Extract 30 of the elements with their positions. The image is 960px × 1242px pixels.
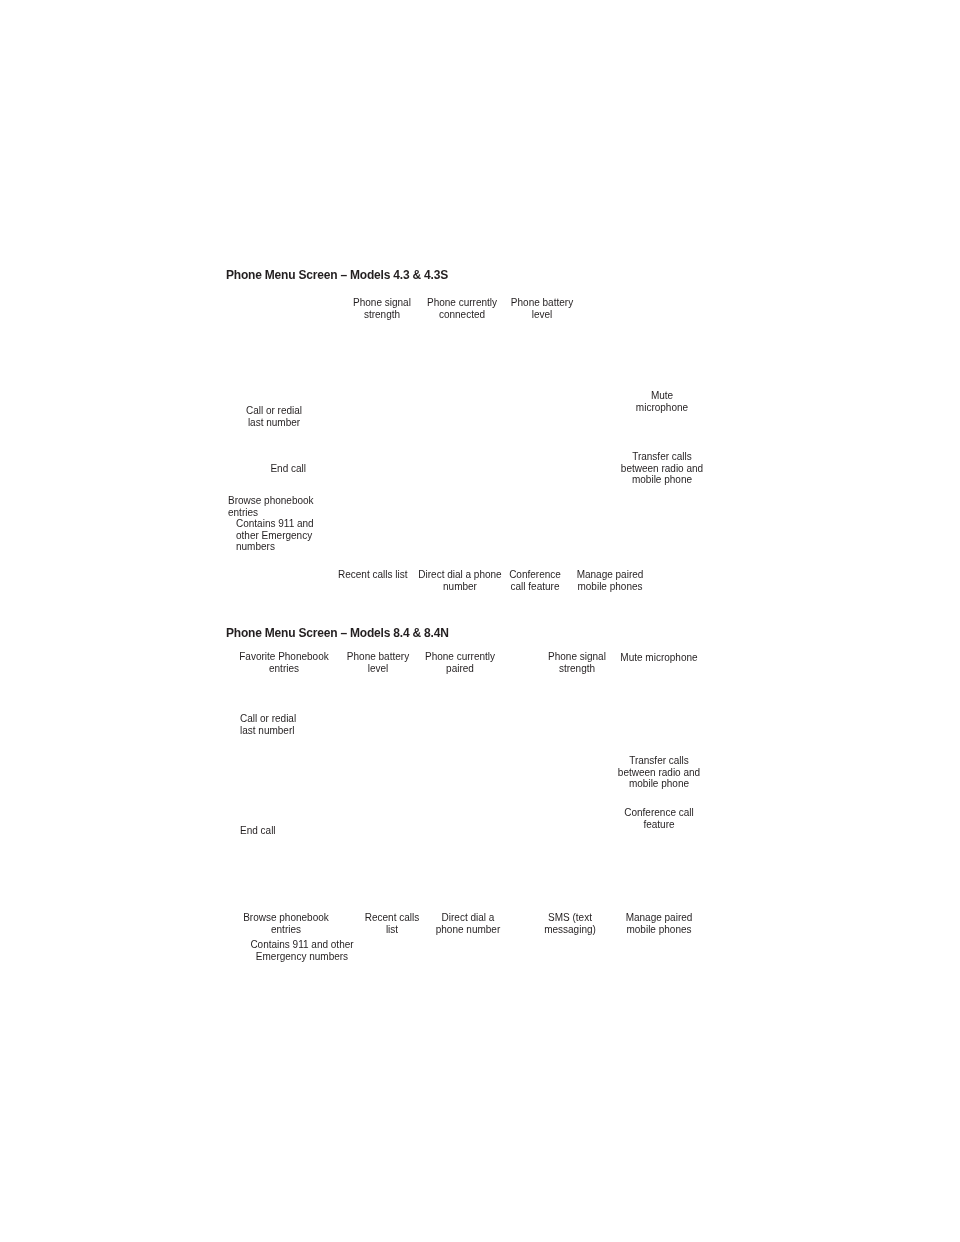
callout-label: Recent calls list — [338, 569, 409, 581]
callout-label: End call — [269, 463, 306, 475]
callout-label: Transfer calls between radio and mobile phone — [616, 755, 702, 790]
callout-label: Call or redial last number — [244, 405, 304, 428]
callout-label: Recent calls list — [363, 912, 421, 935]
callout-label: Browse phonebook entries — [242, 912, 330, 935]
callout-label: Conference call feature — [624, 807, 694, 830]
callout-label: Direct dial a phone number — [418, 569, 502, 592]
callout-label: Phone battery level — [509, 297, 575, 320]
callout-label: Contains 911 and other Emergency numbers — [249, 939, 355, 962]
callout-label: Manage paired mobile phones — [575, 569, 645, 592]
callout-label: Conference call feature — [508, 569, 562, 592]
callout-label: Mute microphone — [634, 390, 690, 413]
callout-label: Manage paired mobile phones — [624, 912, 694, 935]
callout-label: Phone signal strength — [547, 651, 607, 674]
callout-label: Favorite Phonebook entries — [238, 651, 330, 674]
callout-label: End call — [240, 825, 277, 837]
callout-label: Phone battery level — [345, 651, 411, 674]
callout-label: Phone currently connected — [425, 297, 498, 320]
callout-label: Browse phonebook entries — [228, 495, 315, 518]
section-heading: Phone Menu Screen – Models 4.3 & 4.3S — [226, 268, 449, 282]
callout-label: Mute microphone — [619, 652, 699, 664]
callout-label: Call or redial last numberl — [240, 713, 298, 736]
callout-label: Phone currently paired — [423, 651, 496, 674]
callout-label: Phone signal strength — [352, 297, 412, 320]
callout-label: Transfer calls between radio and mobile phone — [619, 451, 705, 486]
callout-label: Direct dial a phone number — [434, 912, 502, 935]
callout-label: SMS (text messaging) — [543, 912, 597, 935]
section-heading: Phone Menu Screen – Models 8.4 & 8.4N — [226, 626, 450, 640]
callout-label: Contains 911 and other Emergency numbers — [236, 518, 315, 553]
